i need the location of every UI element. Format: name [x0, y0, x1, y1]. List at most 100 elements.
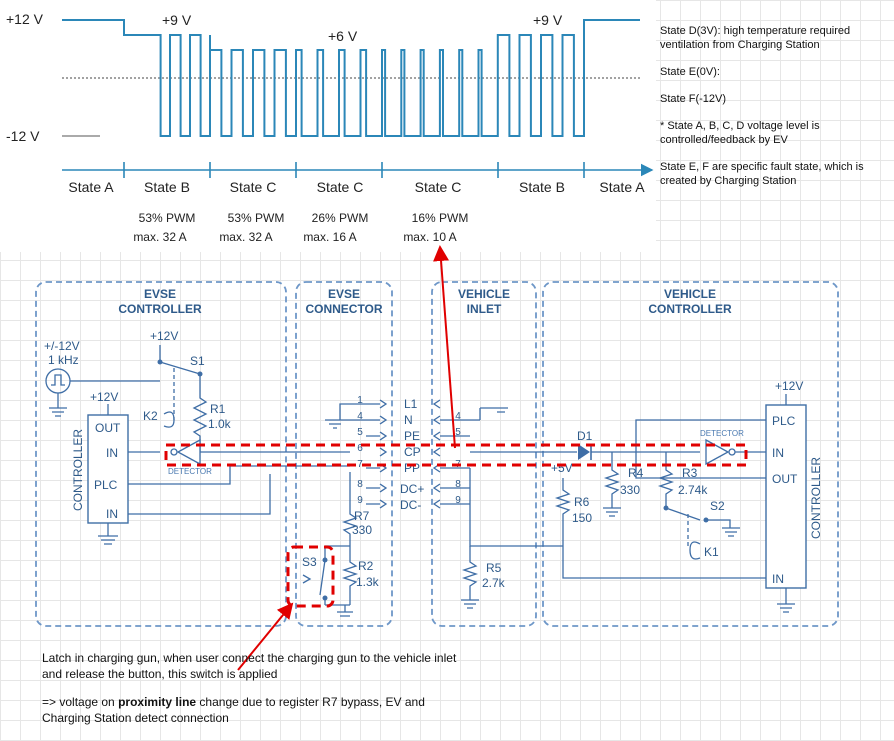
r7-value: 1.3k — [356, 575, 380, 589]
vehicle-controller-box — [542, 281, 839, 627]
evse-connector-box — [295, 281, 393, 627]
state-label-b-end: State B — [519, 179, 565, 195]
evse-pin-in-1: IN — [106, 446, 118, 460]
s3-latch-icon — [302, 574, 312, 584]
r4-supply: +5V — [551, 461, 573, 475]
r5-name: R5 — [486, 561, 502, 575]
note-state-e: State E(0V): — [660, 66, 720, 78]
state-notes: State D(3V): high temperature required v… — [660, 24, 892, 201]
s2-ground — [706, 519, 740, 537]
caption-evse-controller-2: CONTROLLER — [118, 302, 202, 316]
note-ef: State E, F are specific fault state, whi… — [660, 161, 864, 187]
svg-text:L1: L1 — [404, 397, 418, 411]
caption-evse-connector-2: CONNECTOR — [305, 302, 382, 316]
svg-text:4: 4 — [357, 411, 363, 422]
svg-text:1: 1 — [357, 395, 363, 406]
r4-name: R6 — [574, 495, 590, 509]
latch-note-line1: Latch in charging gun, when user connect… — [42, 651, 457, 681]
latch-note-line2: => voltage on proximity line change due … — [42, 694, 462, 726]
caption-vehicle-inlet-2: INLET — [467, 302, 502, 316]
pwm-duty-2: 53% PWM — [228, 211, 285, 225]
r6-name: R7 — [354, 509, 370, 523]
state-label-c-3: State C — [415, 179, 462, 195]
line-names: L1 N PE CP PP DC+ DC- — [400, 397, 424, 512]
r4-value: 150 — [572, 511, 592, 525]
connector-contacts — [325, 399, 508, 509]
latch-note-prefix: => voltage on — [42, 695, 119, 709]
svg-text:6: 6 — [357, 443, 363, 454]
y-label-bottom: -12 V — [6, 128, 40, 144]
source-frequency: 1 kHz — [48, 353, 79, 367]
caption-vehicle-controller-1: VEHICLE — [664, 287, 716, 301]
r6-value: 330 — [352, 523, 372, 537]
r2-name: R3 — [682, 466, 698, 480]
d1-label: D1 — [577, 429, 593, 443]
svg-text:8: 8 — [357, 479, 363, 490]
evse-pin-in-2: IN — [106, 507, 118, 521]
r3-resistor — [603, 452, 621, 517]
note-state-d: State D(3V): high temperature required v… — [660, 25, 851, 51]
evse-controller-vertical-label: CONTROLLER — [71, 429, 85, 511]
level-label-9v-right: +9 V — [533, 12, 563, 28]
r2-resistor — [657, 452, 701, 521]
pwm-current-1: max. 32 A — [133, 230, 186, 244]
evse-controller-box — [35, 281, 287, 627]
cp-pointer-arrow — [433, 245, 456, 449]
state-label-a-start: State A — [68, 179, 114, 195]
y-label-top: +12 V — [6, 11, 44, 27]
vehicle-detector-label: DETECTOR — [700, 429, 744, 438]
state-label-a-end: State A — [599, 179, 645, 195]
r6-resistor — [341, 472, 359, 546]
svg-text:8: 8 — [455, 479, 461, 490]
d1-diode-icon — [578, 444, 590, 460]
r1-resistor — [192, 374, 208, 452]
note-state-f: State F(-12V) — [660, 93, 727, 105]
s1-switch-arm — [159, 345, 201, 375]
vehicle-pin-in-2: IN — [772, 572, 784, 586]
plc-wire-evse — [128, 465, 350, 485]
source-ground — [49, 393, 67, 417]
latch-note-bold: proximity line — [118, 695, 197, 709]
svg-text:PE: PE — [404, 429, 420, 443]
cp-line-highlight — [164, 443, 748, 467]
pwm-duty-4: 16% PWM — [412, 211, 469, 225]
s3-switch — [319, 546, 353, 617]
state-label-c-1: State C — [230, 179, 277, 195]
s1-supply: +12V — [150, 329, 178, 343]
k1-label: K1 — [704, 545, 719, 559]
source-voltage: +/-12V — [44, 339, 80, 353]
svg-text:9: 9 — [357, 495, 363, 506]
pwm-current-2: max. 32 A — [219, 230, 272, 244]
pwm-duty-3: 26% PWM — [312, 211, 369, 225]
level-label-6v: +6 V — [328, 28, 358, 44]
evse-ctrl-ground — [98, 523, 118, 545]
s3-label: S3 — [302, 555, 317, 569]
state-label-b-start: State B — [144, 179, 190, 195]
evse-pin-out: OUT — [95, 421, 121, 435]
pwm-waveform — [62, 19, 640, 137]
svg-text:DC-: DC- — [400, 498, 421, 512]
pwm-current-3: max. 16 A — [303, 230, 356, 244]
evse-detector-label: DETECTOR — [168, 467, 212, 476]
vehicle-pin-out: OUT — [772, 472, 798, 486]
caption-evse-connector-1: EVSE — [328, 287, 360, 301]
svg-text:PP: PP — [404, 461, 420, 475]
r1-value: 1.0k — [208, 417, 232, 431]
svg-text:7: 7 — [357, 459, 363, 470]
evse-ctrl-supply: +12V — [90, 390, 118, 404]
r2-value: 2.74k — [678, 483, 708, 497]
latch-explanation: Latch in charging gun, when user connect… — [42, 650, 462, 738]
waveform-panel — [0, 0, 656, 252]
pwm-current-4: max. 10 A — [403, 230, 456, 244]
level-label-9v-left: +9 V — [162, 12, 192, 28]
caption-evse-controller-1: EVSE — [144, 287, 176, 301]
evse-pin-plc: PLC — [94, 478, 118, 492]
svg-text:5: 5 — [455, 427, 461, 438]
circuit-diagram: EVSE CONTROLLER EVSE CONNECTOR VEHICLE I… — [35, 281, 839, 627]
vehicle-pin-in-1: IN — [772, 446, 784, 460]
r3-value: 330 — [620, 483, 640, 497]
svg-text:DC+: DC+ — [400, 482, 424, 496]
svg-text:N: N — [404, 413, 413, 427]
pp-wire-vehicle — [469, 468, 563, 547]
vehicle-inlet-box — [431, 281, 537, 627]
